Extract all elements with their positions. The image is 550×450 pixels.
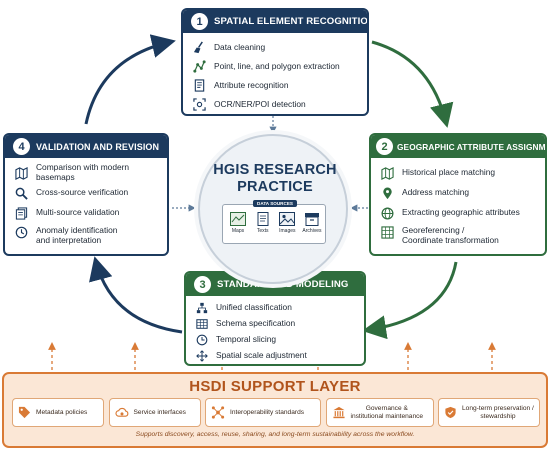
clock-icon: [196, 334, 208, 346]
step-2-item: Address matching: [381, 183, 537, 203]
map-icon: [230, 212, 246, 226]
step-2-items: Historical place matching Address matchi…: [371, 158, 545, 251]
hsdi-title: HSDI SUPPORT LAYER: [189, 378, 361, 395]
research-practice-hub: HGIS RESEARCH PRACTICE DATA SOURCES Maps…: [198, 134, 348, 284]
step-4-title: VALIDATION AND REVISION: [36, 141, 160, 152]
map-icon: [381, 166, 394, 180]
step-3-item: Unified classification: [196, 300, 356, 316]
grid-map-icon: [381, 226, 394, 239]
hierarchy-icon: [196, 302, 208, 314]
step-2-item: Extracting geographic attributes: [381, 203, 537, 223]
step-2-item: Historical place matching: [381, 163, 537, 183]
step-3-number: 3: [194, 276, 211, 293]
arrow-1-to-2: [371, 40, 454, 128]
tag-icon: [18, 406, 31, 419]
data-source-texts: Texts: [252, 212, 274, 234]
hub-title: HGIS RESEARCH PRACTICE: [213, 162, 337, 195]
step-1-item: OCR/NER/POI detection: [193, 95, 359, 114]
data-source-images: Images: [276, 212, 298, 234]
map-icon: [15, 166, 28, 180]
arrow-3-to-4: [89, 256, 183, 334]
step-2-header: 2 GEOGRAPHIC ATTRIBUTE ASSIGNMENT: [371, 135, 545, 158]
step-3-item: Temporal slicing: [196, 332, 356, 348]
hsdi-component: Service interfaces: [108, 398, 201, 427]
text-document-icon: [257, 212, 269, 226]
archive-box-icon: [304, 213, 319, 226]
step-4-item: Cross-source verification: [15, 183, 159, 203]
location-pin-icon: [383, 186, 392, 199]
institution-icon: [332, 406, 345, 419]
data-source-archives: Archives: [301, 212, 323, 234]
step-card-3: 3 STANDARDIZED MODELING Unified classifi…: [184, 271, 366, 366]
step-4-item: Multi-source validation: [15, 203, 159, 223]
scan-icon: [193, 98, 206, 111]
image-icon: [279, 212, 296, 226]
step-2-number: 2: [376, 138, 393, 155]
step-3-items: Unified classification Schema specificat…: [186, 296, 364, 364]
step-3-title: STANDARDIZED MODELING: [217, 279, 349, 290]
step-1-items: Data cleaning Point, line, and polygon e…: [183, 33, 367, 114]
magnifier-icon: [15, 187, 28, 200]
network-icon: [211, 406, 225, 419]
hsdi-component: Governance &institutional maintenance: [325, 398, 434, 427]
step-4-item: Comparison with modern basemaps: [15, 162, 159, 183]
broom-icon: [193, 41, 203, 54]
step-3-header: 3 STANDARDIZED MODELING: [186, 273, 364, 296]
hsdi-note: Supports discovery, access, reuse, shari…: [135, 431, 415, 438]
step-4-items: Comparison with modern basemaps Cross-so…: [5, 158, 167, 251]
step-1-item: Attribute recognition: [193, 76, 359, 95]
data-sources-label: DATA SOURCES: [253, 200, 297, 207]
hsdi-component: Metadata policies: [12, 398, 104, 427]
table-icon: [196, 319, 208, 329]
step-4-number: 4: [13, 138, 30, 155]
hsdi-component: Interoperability standards: [205, 398, 321, 427]
hsdi-component: Long-term preservation /stewardship: [438, 398, 540, 427]
step-2-title: GEOGRAPHIC ATTRIBUTE ASSIGNMENT: [397, 141, 547, 152]
step-3-item: Spatial scale adjustment: [196, 348, 356, 364]
arrow-2-to-3: [362, 261, 458, 340]
step-1-item: Data cleaning: [193, 38, 359, 57]
cloud-gear-icon: [114, 407, 128, 417]
history-icon: [15, 226, 28, 239]
document-icon: [194, 79, 205, 92]
arrow-4-to-1: [84, 34, 176, 125]
step-3-item: Schema specification: [196, 316, 356, 332]
hsdi-support-layer: HSDI SUPPORT LAYER Metadata policies Ser…: [2, 372, 548, 448]
shield-icon: [445, 406, 456, 419]
globe-icon: [381, 207, 394, 219]
scale-arrows-icon: [196, 350, 208, 362]
step-card-2: 2 GEOGRAPHIC ATTRIBUTE ASSIGNMENT Histor…: [369, 133, 547, 256]
step-4-header: 4 VALIDATION AND REVISION: [5, 135, 167, 158]
step-card-4: 4 VALIDATION AND REVISION Comparison wit…: [3, 133, 169, 256]
step-1-title: SPATIAL ELEMENT RECOGNITION: [214, 16, 369, 27]
step-1-item: Point, line, and polygon extraction: [193, 57, 359, 76]
data-source-maps: Maps: [227, 212, 249, 234]
step-1-number: 1: [191, 13, 208, 30]
step-2-item: Georeferencing /Coordinate transformatio…: [381, 223, 537, 251]
polyline-icon: [193, 60, 206, 73]
stacked-docs-icon: [15, 206, 28, 220]
data-sources-panel: DATA SOURCES Maps Texts Images Archives: [222, 200, 326, 244]
step-1-header: 1 SPATIAL ELEMENT RECOGNITION: [183, 10, 367, 33]
step-card-1: 1 SPATIAL ELEMENT RECOGNITION Data clean…: [181, 8, 369, 116]
